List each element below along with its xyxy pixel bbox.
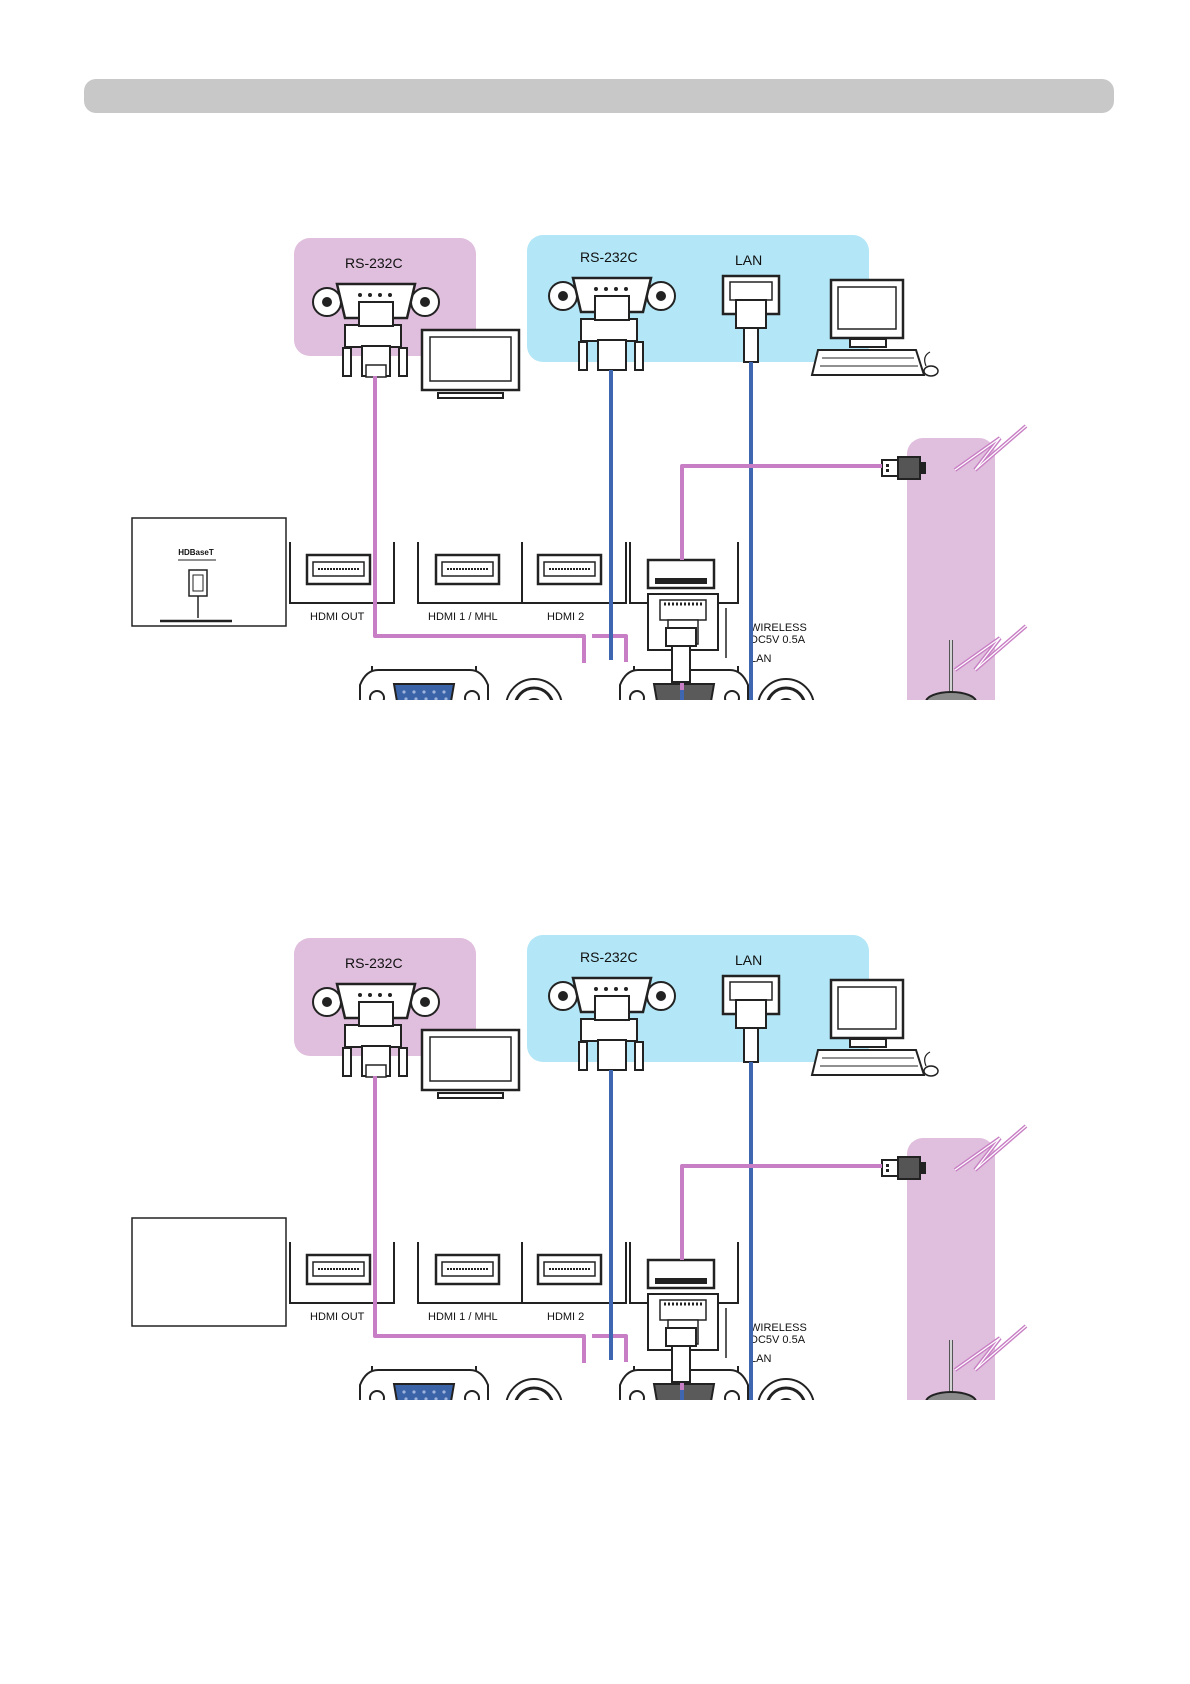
audio-in1-jack bbox=[505, 678, 563, 700]
hdmi-out-label: HDMI OUT bbox=[310, 1311, 365, 1323]
hdmi1-mhl-label: HDMI 1 / MHL bbox=[428, 611, 498, 623]
dc5v-label: DC5V 0.5A bbox=[750, 1334, 806, 1346]
cable-usb-dongle bbox=[680, 1164, 882, 1260]
wireless-signal-icon-upper bbox=[953, 424, 1028, 472]
rs232c-connector-left bbox=[312, 982, 440, 1078]
lan-plug bbox=[721, 274, 781, 363]
dc5v-label: DC5V 0.5A bbox=[750, 634, 806, 646]
hdbaset-device: HDBaseT bbox=[131, 517, 287, 627]
section-header-bar bbox=[84, 79, 1114, 113]
audio-in1-jack bbox=[505, 1378, 563, 1400]
hdbaset-device bbox=[131, 1217, 287, 1327]
wireless-label: WIRELESS bbox=[750, 1322, 807, 1334]
computer bbox=[810, 278, 939, 377]
hdmi-out-port bbox=[289, 542, 395, 604]
hdmi-out-port bbox=[289, 1242, 395, 1304]
connection-diagram-2: RS-232C RS-232C LAN bbox=[131, 935, 1028, 1400]
hdmi2-port bbox=[521, 1242, 627, 1304]
cable-rs232c-branch bbox=[592, 634, 628, 662]
wireless-usb-port bbox=[629, 1242, 739, 1304]
access-point-antenna bbox=[925, 1340, 977, 1400]
rs232c-label-left: RS-232C bbox=[345, 955, 403, 971]
rs232c-connector-right bbox=[548, 276, 676, 371]
computer-in-port bbox=[359, 666, 489, 700]
wireless-signal-icon-lower bbox=[953, 1324, 1028, 1372]
hdmi1-mhl-label: HDMI 1 / MHL bbox=[428, 1311, 498, 1323]
lan-plug bbox=[721, 974, 781, 1063]
cable-usb-dongle bbox=[680, 464, 882, 560]
lan-port-label: LAN bbox=[750, 653, 771, 665]
lan-port-label: LAN bbox=[750, 1353, 771, 1365]
computer-in-port bbox=[359, 1366, 489, 1400]
computer bbox=[810, 978, 939, 1077]
usb-wireless-dongle bbox=[881, 456, 926, 480]
wireless-zone bbox=[907, 1138, 995, 1400]
lan-port-plug bbox=[665, 1327, 697, 1383]
audio-out-jack bbox=[757, 678, 815, 700]
hdbaset-port-icon bbox=[160, 559, 232, 623]
hdmi2-label: HDMI 2 bbox=[547, 611, 584, 623]
lan-label-top: LAN bbox=[735, 952, 762, 968]
wireless-signal-icon-upper bbox=[953, 1124, 1028, 1172]
tv-monitor bbox=[420, 328, 521, 399]
cable-rs232c-to-control bbox=[373, 1076, 586, 1363]
cable-rs232c-to-control bbox=[373, 376, 586, 663]
hdmi2-label: HDMI 2 bbox=[547, 1311, 584, 1323]
rs232c-label-right: RS-232C bbox=[580, 949, 638, 965]
hdbaset-label: HDBaseT bbox=[178, 548, 214, 557]
hdmi1-mhl-port bbox=[417, 542, 523, 604]
hdmi2-port bbox=[521, 542, 627, 604]
wireless-usb-port bbox=[629, 542, 739, 604]
rs232c-connector-left bbox=[312, 282, 440, 378]
access-point-antenna bbox=[925, 640, 977, 700]
audio-out-jack bbox=[757, 1378, 815, 1400]
cable-lan-to-port bbox=[680, 1390, 751, 1400]
connection-diagram-1: RS-232C RS-232C LAN bbox=[131, 235, 1028, 700]
lan-port-plug bbox=[665, 627, 697, 683]
tv-monitor bbox=[420, 1028, 521, 1099]
rs232c-label-right: RS-232C bbox=[580, 249, 638, 265]
wireless-signal-icon-lower bbox=[953, 624, 1028, 672]
hdmi1-mhl-port bbox=[417, 1242, 523, 1304]
usb-wireless-dongle bbox=[881, 1156, 926, 1180]
rs232c-connector-right bbox=[548, 976, 676, 1071]
wireless-label: WIRELESS bbox=[750, 622, 807, 634]
wireless-zone bbox=[907, 438, 995, 700]
cable-lan-to-port bbox=[680, 690, 751, 700]
lan-label-top: LAN bbox=[735, 252, 762, 268]
hdmi-out-label: HDMI OUT bbox=[310, 611, 365, 623]
rs232c-label-left: RS-232C bbox=[345, 255, 403, 271]
cable-rs232c-branch bbox=[592, 1334, 628, 1362]
